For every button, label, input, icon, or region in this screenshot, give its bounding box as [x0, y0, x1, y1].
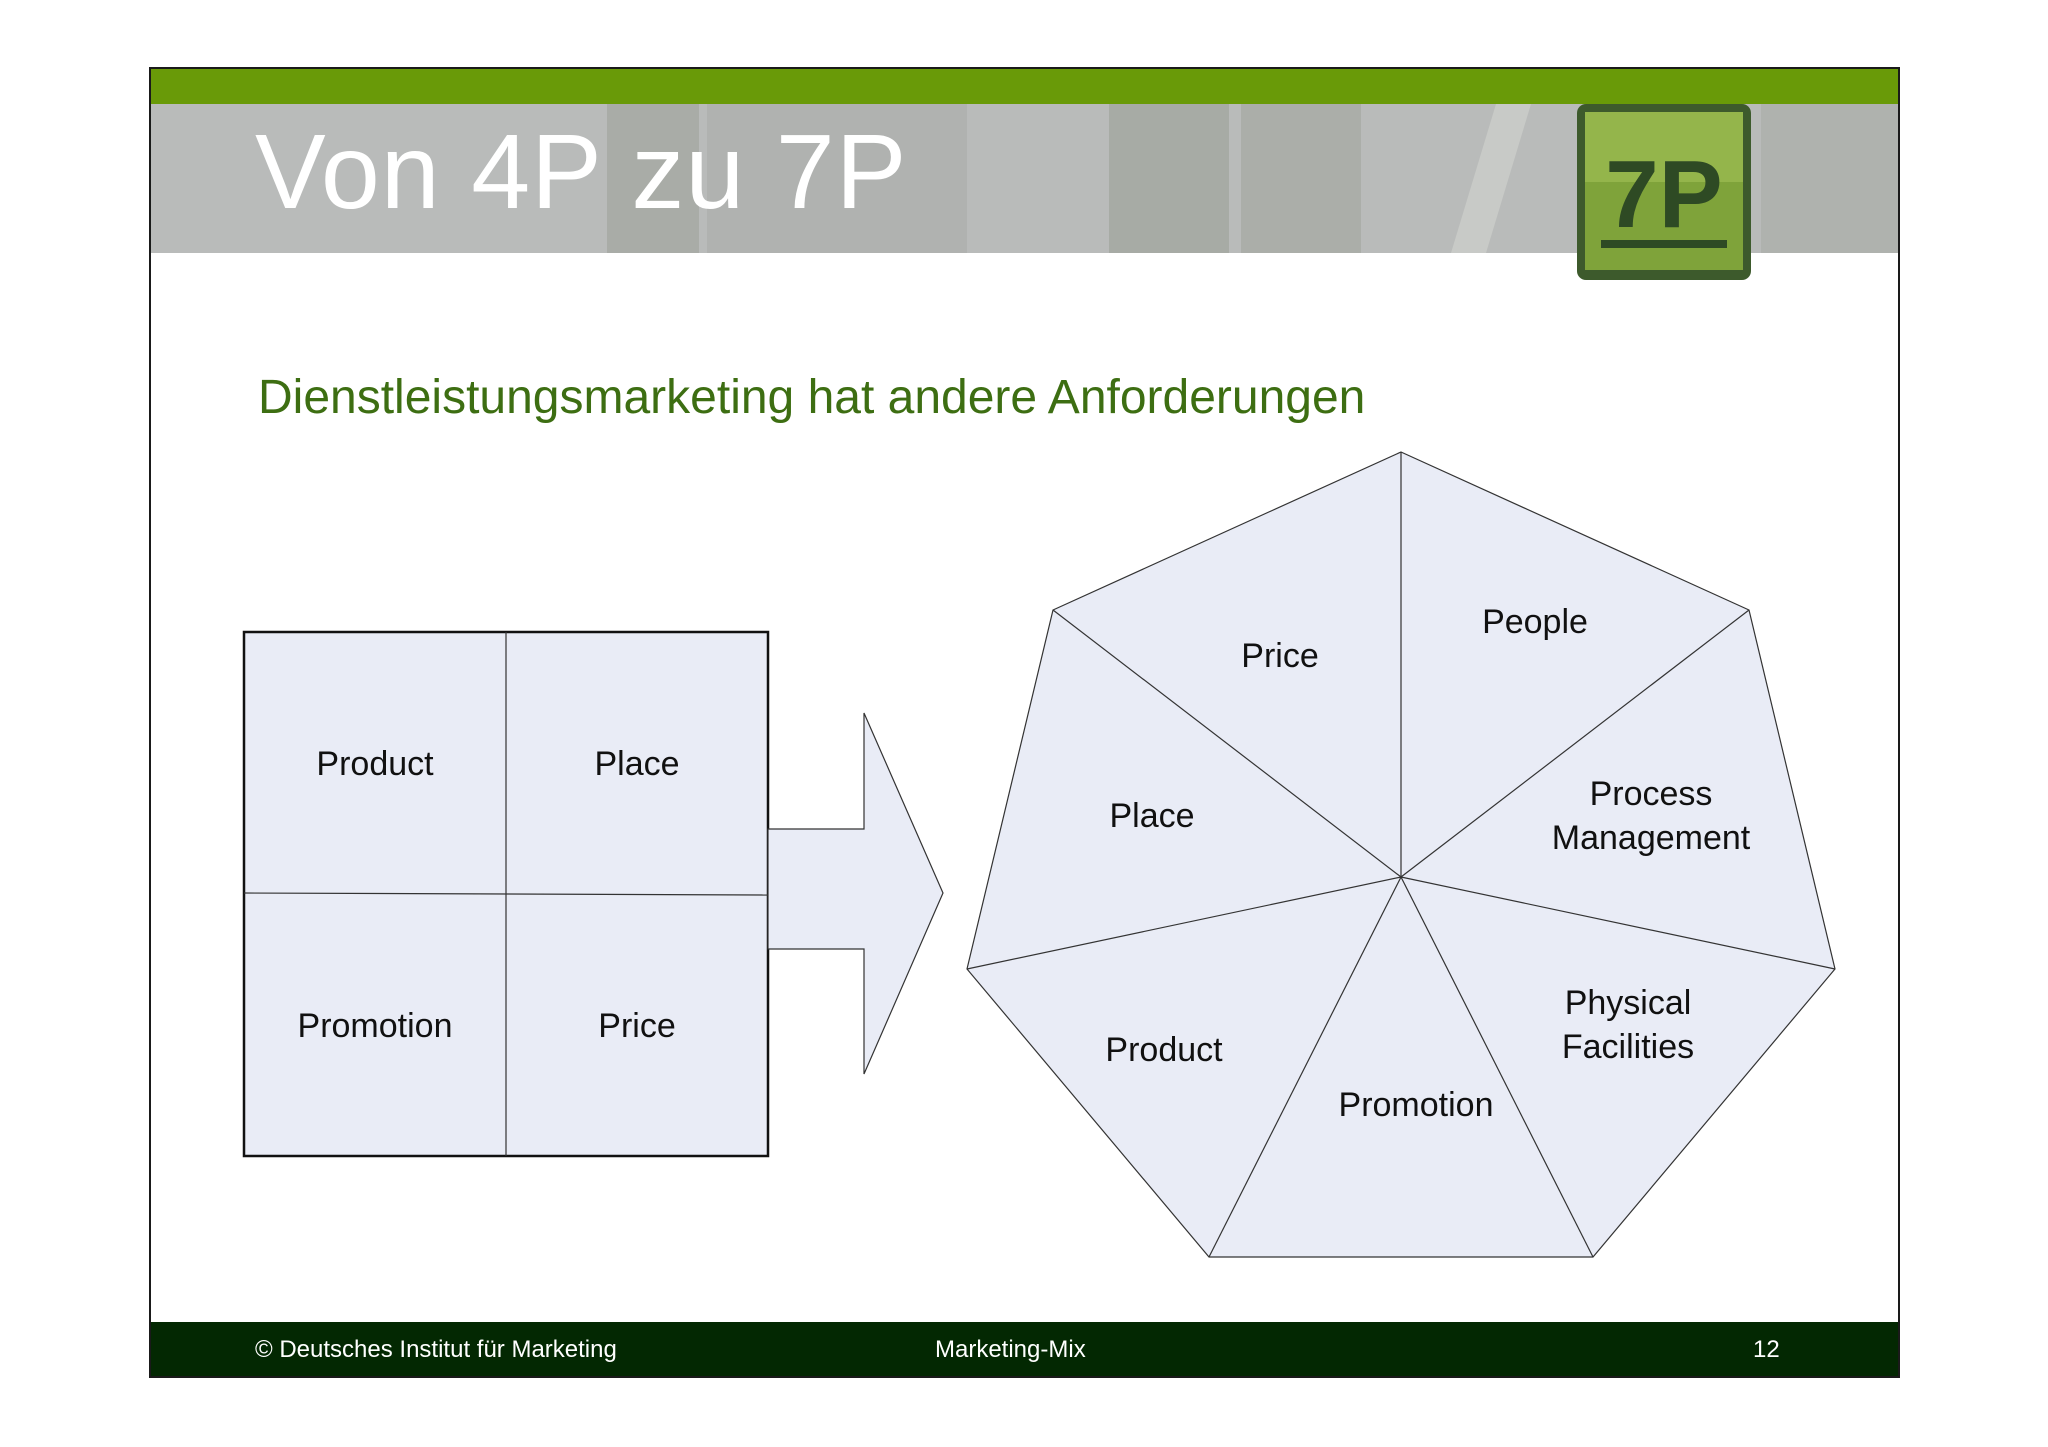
4p-label-place: Place: [594, 745, 679, 783]
slide-subtitle: Dienstleistungsmarketing hat andere Anfo…: [258, 371, 1366, 424]
footer-copyright: © Deutsches Institut für Marketing: [255, 1336, 617, 1363]
footer-topic: Marketing-Mix: [935, 1336, 1086, 1363]
slide-title: Von 4P zu 7P: [255, 113, 908, 231]
footer: © Deutsches Institut für Marketing Marke…: [151, 1322, 1898, 1376]
4p-label-promotion: Promotion: [298, 1007, 453, 1045]
7p-label-promotion: Promotion: [1339, 1086, 1494, 1124]
7p-logo: 7P: [1577, 104, 1751, 280]
transition-arrow: [767, 712, 944, 1075]
7p-heptagon: [966, 451, 1836, 1258]
heptagon-spoke: [1208, 876, 1402, 1258]
4p-label-product: Product: [316, 745, 434, 783]
heptagon-spoke: [966, 876, 1402, 970]
7p-label-price: Price: [1241, 637, 1318, 675]
heptagon-spoke: [1400, 876, 1594, 1258]
accent-bar: [151, 69, 1898, 104]
7p-label-people: People: [1482, 603, 1588, 641]
4p-grid: [242, 630, 770, 1158]
header-watermark: [607, 104, 1898, 253]
7p-label-place: Place: [1109, 797, 1194, 835]
footer-page-number: 12: [1753, 1336, 1780, 1363]
logo-text: 7P: [1605, 141, 1722, 248]
heptagon-spoke: [1400, 876, 1836, 970]
heptagon-spoke: [1400, 609, 1750, 878]
4p-label-price: Price: [598, 1007, 675, 1045]
7p-label-product: Product: [1105, 1031, 1223, 1069]
heptagon-spoke: [1052, 609, 1402, 878]
slide: Von 4P zu 7P 7P Dienstleistungsmarketing…: [149, 67, 1900, 1378]
